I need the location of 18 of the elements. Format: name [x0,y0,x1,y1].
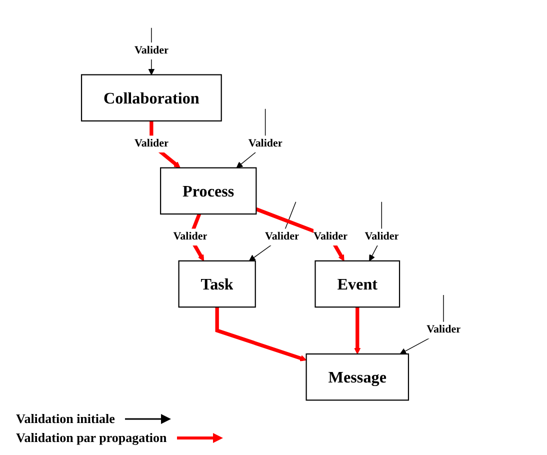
arrow [354,307,361,354]
legend-text: Validation initiale [16,411,115,427]
edge-label: Valider [265,230,300,243]
node-box: Event [314,260,400,308]
edge-label: Valider [364,230,400,243]
node-box: Message [306,353,410,401]
node-box: Collaboration [80,74,222,122]
edge-label: Valider [314,230,348,243]
node-box: Task [178,260,256,308]
arrow [256,207,344,262]
edge-label: Valider [134,44,169,56]
edge-label: Valider [248,138,283,150]
edge-label: Valider [173,230,208,243]
legend-text: Validation par propagation [16,430,167,446]
arrow [215,307,307,362]
node-box: Process [160,167,257,215]
edge-label: Valider [134,138,169,150]
edge-label: Valider [426,324,461,336]
